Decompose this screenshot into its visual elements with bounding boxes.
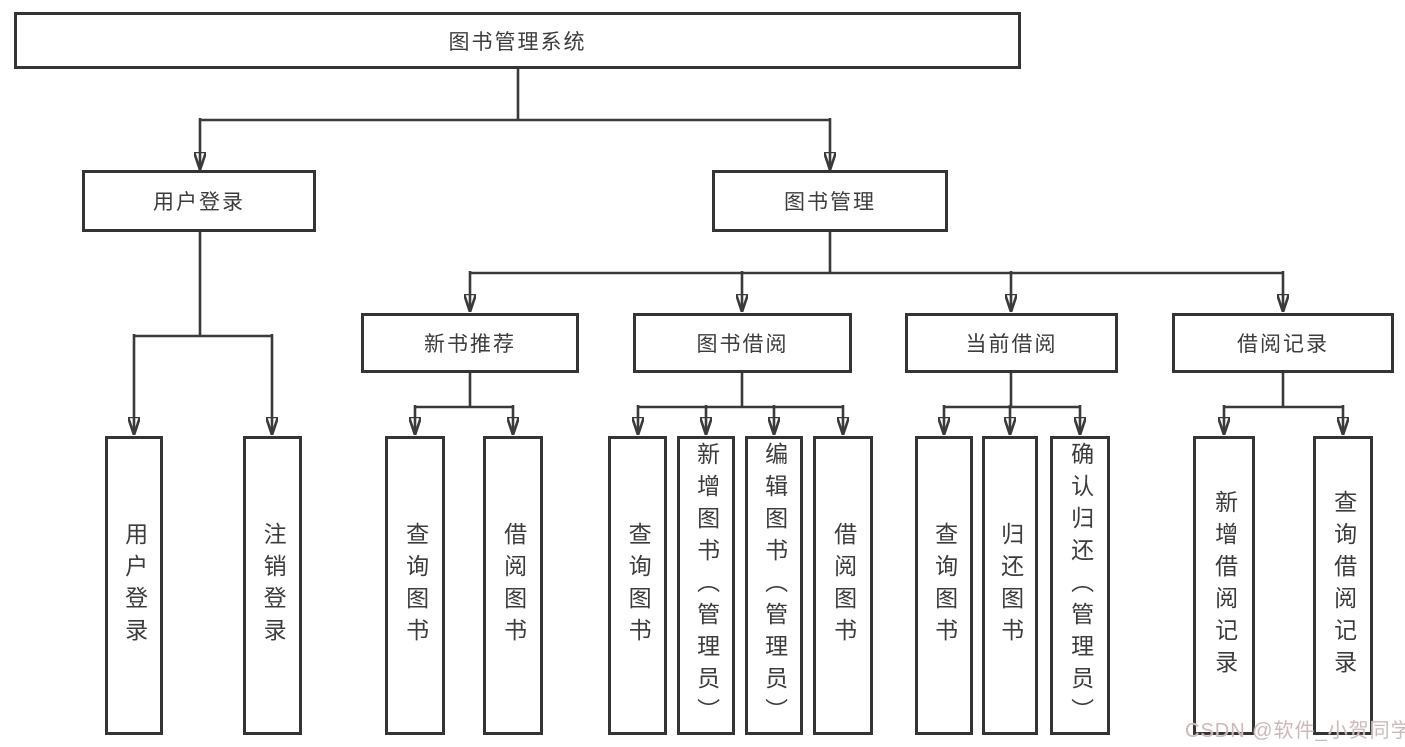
- leaf-label: 查询图书: [931, 521, 958, 650]
- leaf-query-borrow-record: 查询借阅记录: [1313, 436, 1373, 735]
- leaf-logout: 注销登录: [243, 436, 302, 735]
- node-label: 新书推荐: [424, 333, 516, 356]
- node-library-system: 图书管理系统: [14, 12, 1021, 69]
- node-label: 当前借阅: [965, 333, 1058, 356]
- leaf-label: 借阅图书: [500, 521, 527, 650]
- leaf-return-books: 归还图书: [982, 436, 1038, 735]
- leaf-user-login: 用户登录: [105, 436, 163, 735]
- node-borrow-records: 借阅记录: [1172, 313, 1394, 373]
- node-label: 借阅记录: [1237, 333, 1329, 356]
- leaf-confirm-return-admin: 确认归还（管理员）: [1050, 436, 1110, 735]
- leaf-label: 新增图书（管理员）: [693, 441, 720, 730]
- leaf-borrow-books-recommend: 借阅图书: [483, 436, 543, 735]
- leaf-query-books-recommend: 查询图书: [385, 436, 445, 735]
- node-current-borrow: 当前借阅: [905, 313, 1118, 373]
- leaf-label: 借阅图书: [830, 521, 857, 650]
- leaf-add-book-admin: 新增图书（管理员）: [677, 436, 735, 735]
- leaf-label: 查询图书: [402, 521, 429, 650]
- node-book-borrow: 图书借阅: [633, 313, 852, 373]
- leaf-label: 用户登录: [121, 521, 148, 650]
- node-label: 用户登录: [153, 191, 245, 214]
- leaf-label: 查询借阅记录: [1330, 489, 1357, 682]
- node-label: 图书借阅: [696, 333, 789, 356]
- leaf-borrow-books-borrow: 借阅图书: [813, 436, 873, 735]
- leaf-label: 确认归还（管理员）: [1067, 441, 1094, 730]
- leaf-add-borrow-record: 新增借阅记录: [1193, 436, 1255, 735]
- leaf-edit-book-admin: 编辑图书（管理员）: [745, 436, 803, 735]
- leaf-label: 注销登录: [260, 521, 287, 650]
- node-label: 图书管理: [784, 191, 876, 214]
- csdn-watermark: CSDN @软件_小贺同学: [1185, 720, 1405, 742]
- node-user-login: 用户登录: [82, 170, 316, 232]
- leaf-label: 编辑图书（管理员）: [761, 441, 788, 730]
- leaf-label: 查询图书: [625, 521, 652, 650]
- node-label: 图书管理系统: [448, 30, 587, 54]
- node-book-management: 图书管理: [712, 170, 948, 232]
- leaf-query-books-borrow: 查询图书: [608, 436, 667, 735]
- leaf-label: 归还图书: [997, 521, 1024, 650]
- node-new-book-recommend: 新书推荐: [361, 313, 579, 373]
- leaf-query-books-current: 查询图书: [915, 436, 973, 735]
- leaf-label: 新增借阅记录: [1211, 489, 1238, 682]
